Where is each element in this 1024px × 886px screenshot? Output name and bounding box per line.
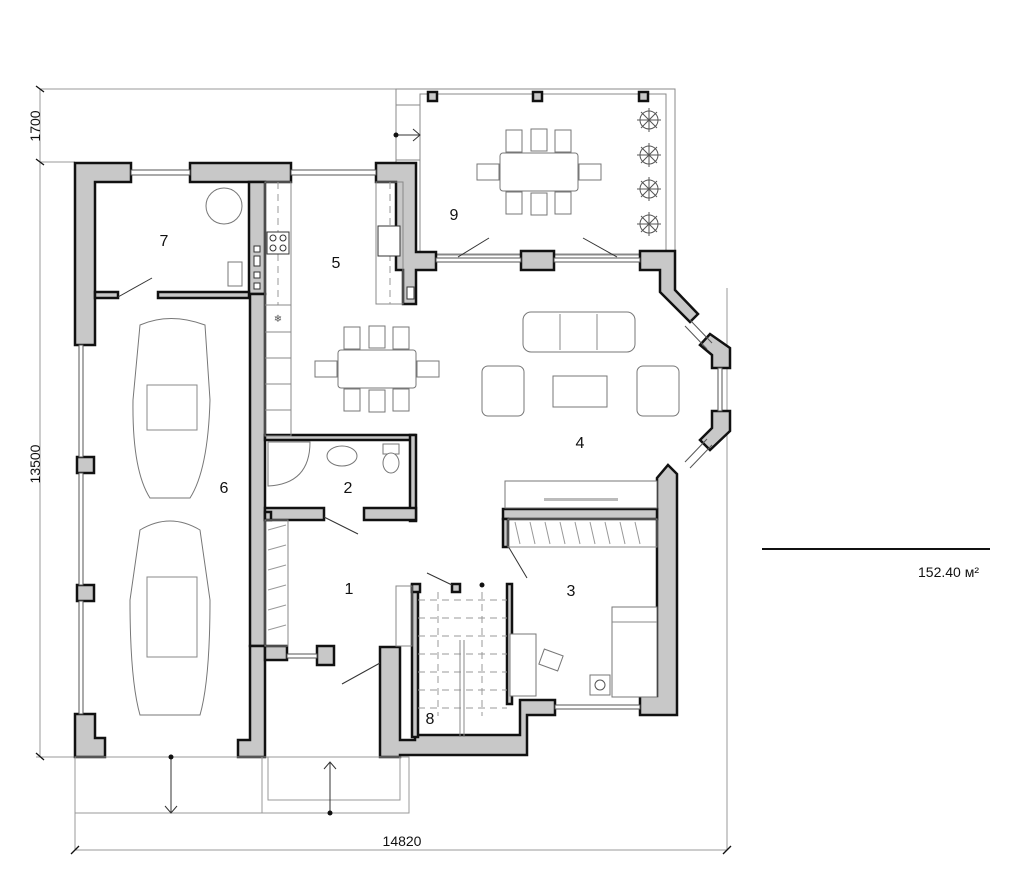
terrace-post xyxy=(531,90,544,103)
room-label-4: 4 xyxy=(576,435,585,452)
room-label-8: 8 xyxy=(426,711,435,728)
safe xyxy=(589,674,611,696)
plant-icons xyxy=(637,108,661,236)
desk xyxy=(509,633,537,697)
sink-icon xyxy=(377,225,401,257)
dimension-height: 13500 xyxy=(27,444,43,483)
tv xyxy=(544,498,618,501)
dimension-width: 14820 xyxy=(383,833,422,849)
bathroom-fixtures xyxy=(267,441,400,487)
car-bottom xyxy=(129,520,211,716)
toilet xyxy=(382,452,400,474)
dining-table xyxy=(314,325,440,413)
stove-icon xyxy=(266,231,290,255)
walls xyxy=(73,161,732,759)
doors xyxy=(117,237,618,685)
chair xyxy=(538,648,564,672)
washbasin xyxy=(326,445,358,467)
bedroom-furniture xyxy=(509,606,658,698)
wardrobes xyxy=(264,518,658,647)
total-area: 152.40 м² xyxy=(918,564,979,580)
bed xyxy=(611,606,658,698)
living-room-furniture xyxy=(481,311,680,509)
windows xyxy=(78,169,723,715)
sofa xyxy=(522,311,636,353)
cars xyxy=(129,318,211,716)
kitchen-counters: ❄ xyxy=(253,181,415,437)
room-label-5: 5 xyxy=(332,255,341,272)
shower xyxy=(267,441,311,487)
svg-text:❄: ❄ xyxy=(274,314,282,325)
armchair xyxy=(636,365,680,417)
entry-porch xyxy=(74,754,410,816)
area-underline xyxy=(762,548,990,550)
room-label-6: 6 xyxy=(220,480,229,497)
tv-stand xyxy=(504,480,658,509)
coffee-table xyxy=(552,375,608,408)
armchair xyxy=(481,365,525,417)
dimension-terrace-depth: 1700 xyxy=(27,110,43,141)
room-label-1: 1 xyxy=(345,581,354,598)
car-top xyxy=(132,318,211,499)
room-label-9: 9 xyxy=(450,207,459,224)
terrace-post xyxy=(426,90,439,103)
room-label-3: 3 xyxy=(567,583,576,600)
room-label-7: 7 xyxy=(160,233,169,250)
boiler-equipment xyxy=(205,187,243,287)
staircase xyxy=(395,582,507,737)
room-label-2: 2 xyxy=(344,480,353,497)
terrace-post xyxy=(637,90,650,103)
terrace-dining-table xyxy=(476,128,602,216)
